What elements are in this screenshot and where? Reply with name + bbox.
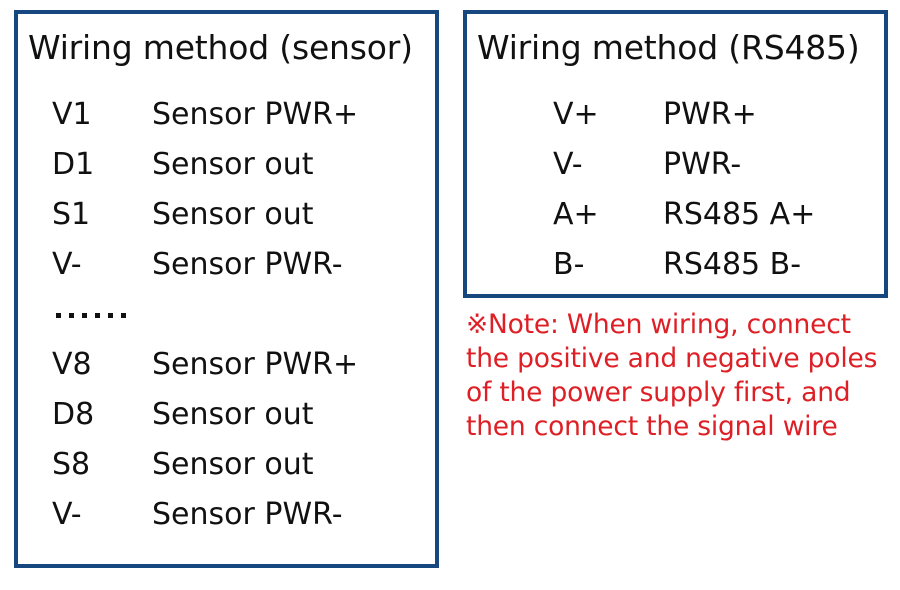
wiring-table-sensor: V1 Sensor PWR+ D1 Sensor out S1 Sensor o…	[18, 90, 435, 540]
pin-description: Sensor out	[152, 447, 314, 482]
pin-description: Sensor PWR-	[152, 497, 343, 532]
ellipsis-dot	[56, 312, 61, 318]
pin-label: S1	[52, 197, 91, 232]
ellipsis-dot	[69, 312, 74, 318]
pin-label: V-	[52, 247, 82, 282]
table-row: B- RS485 B-	[467, 240, 884, 290]
pin-description: Sensor PWR+	[152, 97, 359, 132]
pin-label: V-	[52, 497, 82, 532]
pin-description: PWR+	[663, 97, 757, 132]
pin-description: Sensor out	[152, 397, 314, 432]
pin-description: Sensor PWR-	[152, 247, 343, 282]
note-line: ※Note: When wiring, connect	[466, 308, 896, 342]
pin-description: Sensor out	[152, 197, 314, 232]
pin-label: V-	[553, 147, 583, 182]
pin-label: V1	[52, 97, 92, 132]
panel-title-sensor: Wiring method (sensor)	[28, 28, 413, 67]
pin-label: S8	[52, 447, 91, 482]
table-row: V1 Sensor PWR+	[18, 90, 435, 140]
table-row: A+ RS485 A+	[467, 190, 884, 240]
pin-label: V+	[553, 97, 599, 132]
table-row: V- Sensor PWR-	[18, 490, 435, 540]
table-row: D1 Sensor out	[18, 140, 435, 190]
pin-label: B-	[553, 247, 585, 282]
pin-label: A+	[553, 197, 599, 232]
table-row: V- Sensor PWR-	[18, 240, 435, 290]
reference-mark-icon: ※	[466, 309, 489, 340]
pin-label: D8	[52, 397, 95, 432]
note-line-text: Note: When wiring, connect	[488, 309, 851, 340]
ellipsis-dot	[82, 312, 87, 318]
table-row-ellipsis	[18, 290, 435, 340]
pin-label: D1	[52, 147, 95, 182]
wiring-note: ※Note: When wiring, connect the positive…	[466, 308, 896, 444]
note-line: of the power supply first, and	[466, 377, 851, 408]
pin-description: Sensor PWR+	[152, 347, 359, 382]
table-row: D8 Sensor out	[18, 390, 435, 440]
pin-description: Sensor out	[152, 147, 314, 182]
wiring-panel-sensor: Wiring method (sensor) V1 Sensor PWR+ D1…	[14, 10, 439, 568]
ellipsis-dot	[108, 312, 113, 318]
table-row: V- PWR-	[467, 140, 884, 190]
ellipsis-dot	[95, 312, 100, 318]
pin-description: RS485 B-	[663, 247, 802, 282]
note-line: then connect the signal wire	[466, 411, 838, 442]
pin-label: V8	[52, 347, 92, 382]
table-row: S1 Sensor out	[18, 190, 435, 240]
table-row: V8 Sensor PWR+	[18, 340, 435, 390]
pin-description: PWR-	[663, 147, 742, 182]
note-line: the positive and negative poles	[466, 343, 878, 374]
wiring-panel-rs485: Wiring method (RS485) V+ PWR+ V- PWR- A+…	[463, 10, 888, 298]
table-row: S8 Sensor out	[18, 440, 435, 490]
pin-description: RS485 A+	[663, 197, 816, 232]
table-row: V+ PWR+	[467, 90, 884, 140]
ellipsis-icon	[56, 290, 126, 340]
wiring-table-rs485: V+ PWR+ V- PWR- A+ RS485 A+ B- RS485 B-	[467, 90, 884, 290]
panel-title-rs485: Wiring method (RS485)	[477, 28, 860, 67]
ellipsis-dot	[121, 312, 126, 318]
